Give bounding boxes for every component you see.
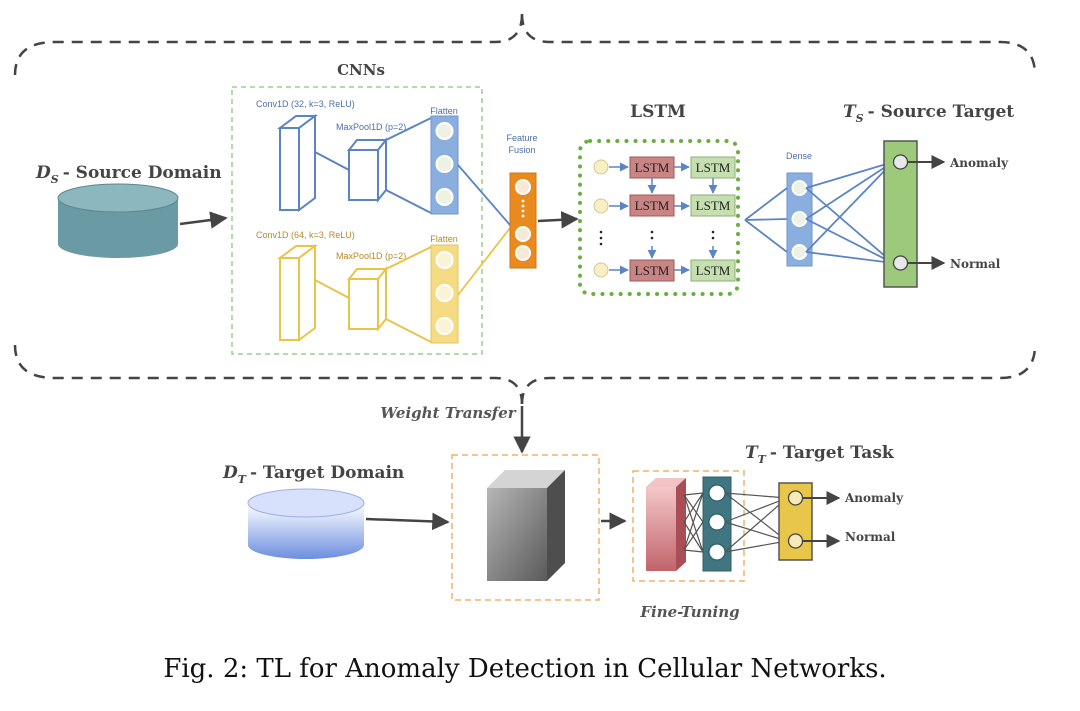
pool-yellow-label: MaxPool1D (p=2) xyxy=(336,251,406,261)
transferred-model-box xyxy=(451,454,600,601)
source-normal-label: Normal xyxy=(950,257,1001,271)
source-output-arrows xyxy=(908,155,946,270)
svg-text:LSTM: LSTM xyxy=(696,263,731,278)
blue-to-fusion-line xyxy=(457,164,511,226)
target-database-icon xyxy=(247,488,365,559)
lstm-box xyxy=(578,139,740,296)
lstm-title: LSTM xyxy=(630,102,686,122)
conv-yellow-label: Conv1D (64, k=3, ReLU) xyxy=(256,230,355,240)
fine-tuning-feature-block xyxy=(646,478,686,571)
blue-connectors xyxy=(314,117,432,214)
pool-blue-label: MaxPool1D (p=2) xyxy=(336,122,406,132)
fusion-label-line2: Fusion xyxy=(508,145,535,155)
lstm-cell-row2-b: LSTM xyxy=(690,194,736,217)
db-to-cnn-arrow xyxy=(179,211,228,229)
svg-text:LSTM: LSTM xyxy=(635,263,670,278)
lstm-to-dense-lines xyxy=(744,187,788,253)
fine-tuning-connections xyxy=(683,492,704,553)
lstm-input-nodes xyxy=(593,159,609,278)
source-anomaly-label: Anomaly xyxy=(949,156,1009,170)
fusion-nodes xyxy=(515,179,531,261)
figure-caption: Fig. 2: TL for Anomaly Detection in Cell… xyxy=(163,654,886,684)
fusion-ellipsis xyxy=(521,199,525,218)
source-domain-label: DS- Source Domain xyxy=(35,163,222,186)
fine-tuning-box xyxy=(632,470,745,582)
lstm-cell-row1-b: LSTM xyxy=(690,156,736,179)
source-target-label: TS- Source Target xyxy=(843,102,1014,125)
lstm-cell-row1-a: LSTM xyxy=(629,156,675,179)
target-normal-label: Normal xyxy=(845,530,896,544)
transferred-model-cube xyxy=(487,470,565,581)
lstm-cell-row2-a: LSTM xyxy=(629,194,675,217)
svg-text:LSTM: LSTM xyxy=(635,160,670,175)
fusion-label-line1: Feature xyxy=(506,133,537,143)
fusion-to-lstm-arrow xyxy=(537,211,579,229)
conv-yellow-block xyxy=(277,244,318,342)
svg-text:LSTM: LSTM xyxy=(635,198,670,213)
dense-label: Dense xyxy=(786,151,812,161)
lstm-vertical-ellipsis xyxy=(599,230,715,246)
flatten-blue-label: Flatten xyxy=(430,106,458,116)
target-output-arrows xyxy=(803,491,841,548)
source-brace xyxy=(13,13,1037,405)
svg-text:LSTM: LSTM xyxy=(696,160,731,175)
target-anomaly-label: Anomaly xyxy=(844,491,904,505)
yellow-to-fusion-line xyxy=(457,227,511,296)
dense-to-target-output-lines xyxy=(724,492,788,553)
target-db-arrow xyxy=(365,512,450,531)
cnn-box xyxy=(231,86,483,355)
svg-text:LSTM: LSTM xyxy=(696,198,731,213)
fine-tuning-label: Fine-Tuning xyxy=(639,603,739,621)
flatten-blue-nodes xyxy=(435,122,454,206)
lstm-cell-row3-a: LSTM xyxy=(629,259,675,282)
flatten-yellow-nodes xyxy=(435,251,454,335)
lstm-arrows xyxy=(647,162,718,275)
target-task-label: TT- Target Task xyxy=(745,443,895,466)
pool-yellow-block xyxy=(346,266,389,332)
dense-to-output-lines xyxy=(805,161,894,264)
target-domain-label: DT- Target Domain xyxy=(222,463,404,486)
lstm-cell-row3-b: LSTM xyxy=(690,259,736,282)
source-database-icon xyxy=(57,183,179,258)
lstm-input-arrows xyxy=(609,162,629,275)
conv-blue-label: Conv1D (32, k=3, ReLU) xyxy=(256,99,355,109)
dense-nodes xyxy=(791,180,808,260)
cnn-title: CNNs xyxy=(337,61,385,79)
target-output-nodes xyxy=(787,490,804,549)
weight-transfer-label: Weight Transfer xyxy=(380,404,516,422)
pool-blue-block xyxy=(346,137,389,203)
flatten-yellow-label: Flatten xyxy=(430,234,458,244)
source-output-nodes xyxy=(892,154,909,271)
conv-blue-block xyxy=(277,114,318,212)
fine-tuning-dense-nodes xyxy=(708,484,726,561)
yellow-connectors xyxy=(314,246,432,343)
